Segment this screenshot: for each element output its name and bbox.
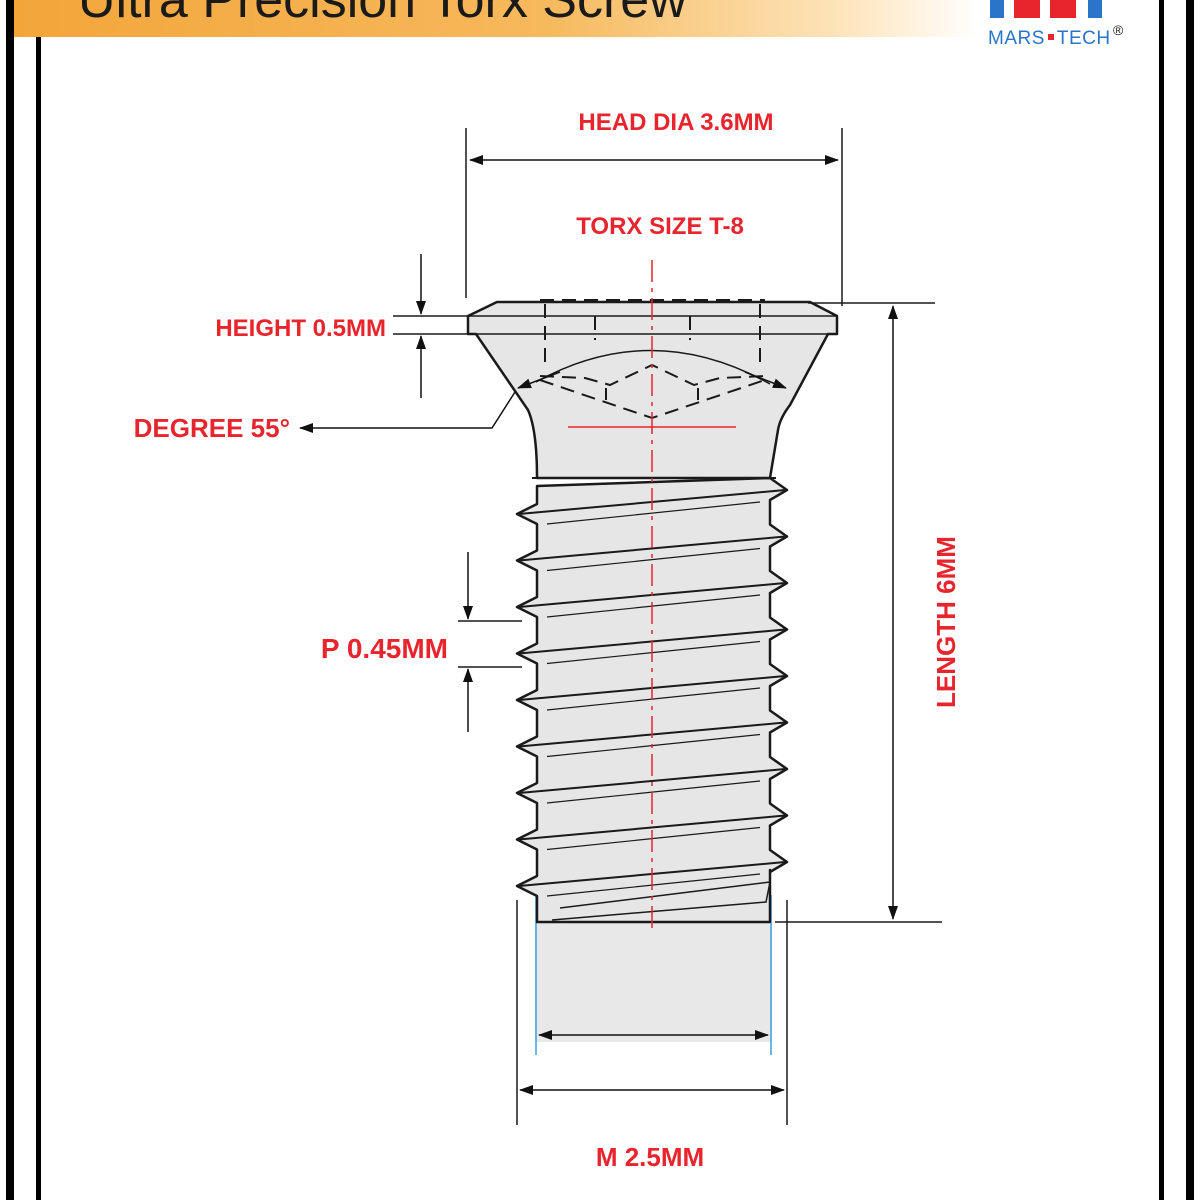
pitch-label: P 0.45MM bbox=[321, 633, 448, 664]
registered-mark: ® bbox=[1113, 22, 1124, 38]
thread-root-line bbox=[546, 780, 761, 804]
page-title: Ultra Precision Torx Screw bbox=[78, 0, 687, 29]
head-dia-label: HEAD DIA 3.6MM bbox=[578, 109, 773, 136]
thread-runout bbox=[551, 881, 771, 921]
frame-outer-right bbox=[1186, 0, 1194, 1200]
thread-crest-line bbox=[518, 814, 786, 841]
shank-body bbox=[535, 922, 772, 1042]
torx-size-label: TORX SIZE T-8 bbox=[576, 213, 744, 240]
degree-angle-arrow-left bbox=[517, 371, 561, 389]
degree-leader bbox=[299, 391, 516, 433]
thread-crest-line bbox=[518, 535, 786, 562]
thread-root-line bbox=[546, 733, 761, 758]
thread-root-line bbox=[546, 687, 761, 711]
logo-mark-red-right bbox=[1050, 0, 1076, 18]
thread-size-label: M 2.5MM bbox=[596, 1142, 704, 1172]
frame-inner-left bbox=[36, 0, 41, 1200]
logo-word-right: TECH bbox=[1056, 28, 1111, 49]
degree-angle-arrow-right bbox=[744, 371, 787, 389]
logo-mark-blue-left bbox=[990, 0, 1004, 18]
degree-label: DEGREE 55° bbox=[134, 413, 290, 443]
length-label: LENGTH 6MM bbox=[931, 536, 961, 708]
thread-root-line bbox=[546, 640, 761, 665]
logo-dot-icon bbox=[1047, 34, 1054, 41]
thread-root-line bbox=[546, 547, 761, 572]
frame-inner-right bbox=[1159, 0, 1164, 1200]
logo-mark-red-left bbox=[1014, 0, 1040, 18]
title-bar: Ultra Precision Torx Screw bbox=[14, 0, 980, 37]
thread-crest-line bbox=[518, 768, 786, 794]
height-label: HEIGHT 0.5MM bbox=[215, 315, 386, 342]
thread-root-line bbox=[546, 873, 761, 897]
logo-mark-blue-right bbox=[1088, 0, 1102, 18]
thread-root-line bbox=[546, 501, 761, 525]
thread-root-line bbox=[546, 594, 761, 618]
logo-word-left: MARS bbox=[988, 28, 1045, 49]
frame-outer-left bbox=[6, 0, 14, 1200]
brand-logo: MARS TECH ® bbox=[984, 0, 1134, 56]
logo-wordmark: MARS TECH bbox=[988, 28, 1111, 50]
thread-root-line bbox=[546, 826, 761, 851]
